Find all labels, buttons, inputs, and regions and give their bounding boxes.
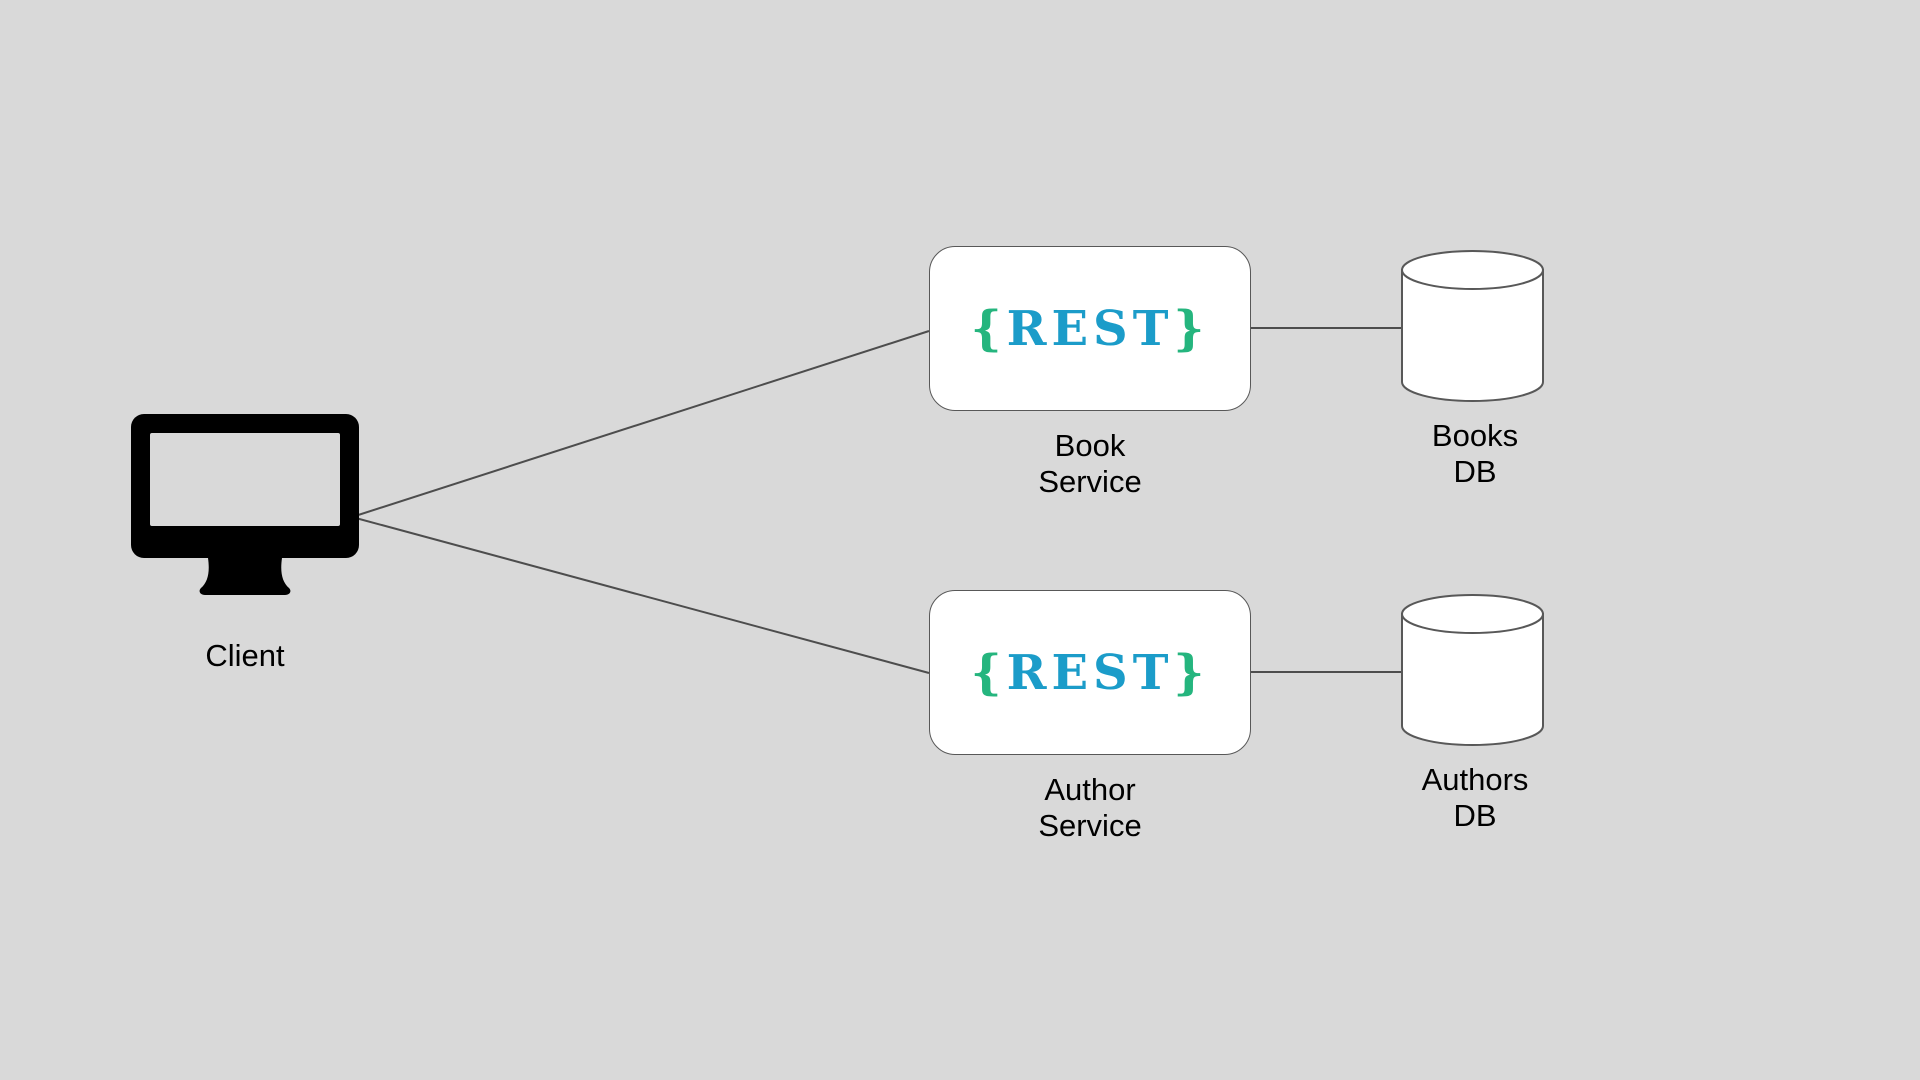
rest-brace-close: } (1173, 644, 1210, 701)
node-books-db[interactable] (1400, 250, 1550, 402)
rest-brace-open: { (970, 644, 1007, 701)
edge-client-to-author-service (351, 516, 930, 674)
label-book-service: Book Service (1038, 428, 1142, 500)
database-cylinder-icon (1401, 250, 1544, 402)
database-cylinder-icon (1401, 594, 1544, 746)
node-book-service[interactable]: {REST} (929, 246, 1251, 411)
rest-brace-open: { (970, 300, 1007, 357)
node-client[interactable] (120, 408, 370, 598)
edge-client-to-book-service (351, 330, 930, 518)
rest-logo-text: REST (1006, 300, 1174, 357)
node-authors-db[interactable] (1400, 594, 1550, 746)
label-books-db: Books DB (1431, 418, 1519, 490)
rest-api-icon: {REST} (971, 305, 1210, 353)
label-authors-db: Authors DB (1421, 762, 1529, 834)
node-author-service[interactable]: {REST} (929, 590, 1251, 755)
label-client: Client (205, 638, 285, 673)
rest-logo-text: REST (1006, 644, 1174, 701)
desktop-monitor-icon (131, 414, 359, 595)
rest-brace-close: } (1173, 300, 1210, 357)
rest-api-icon: {REST} (971, 649, 1210, 697)
label-author-service: Author Service (1038, 772, 1142, 844)
